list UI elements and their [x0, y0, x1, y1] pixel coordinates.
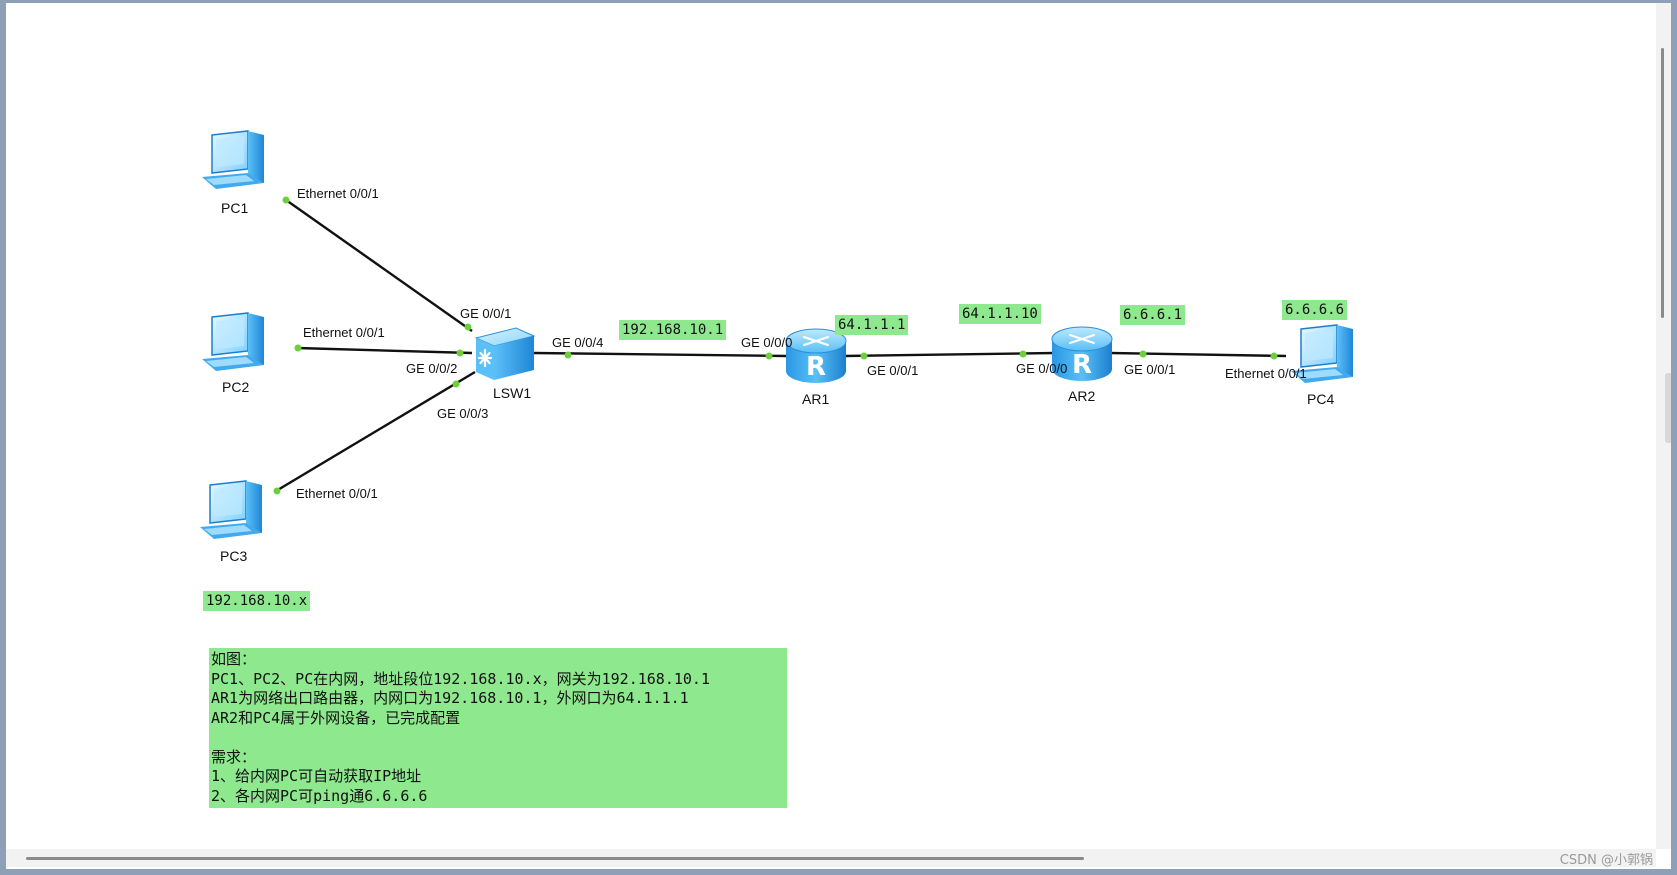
- note-line: AR2和PC4属于外网设备，已完成配置: [211, 708, 461, 727]
- vertical-scrollbar[interactable]: [1656, 3, 1671, 849]
- port-label-ar2-ge0: GE 0/0/0: [1016, 361, 1068, 376]
- device-label-pc2: PC2: [222, 379, 250, 395]
- note-line: 需求：: [211, 747, 257, 766]
- port-dot-lsw1-ge3: [452, 380, 460, 388]
- port-label-ar2-ge1: GE 0/0/1: [1124, 362, 1176, 377]
- port-dot-pc4: [1270, 352, 1278, 360]
- port-label-pc1-eth: Ethernet 0/0/1: [297, 186, 379, 201]
- device-label-ar1: AR1: [802, 391, 830, 407]
- ip-label-lan-subnet: 192.168.10.x: [203, 591, 311, 611]
- topology-canvas[interactable]: R R PC1 PC2 PC3 LSW1 AR1 AR2 PC4 Etherne…: [6, 3, 1656, 843]
- port-dot-lsw1-ge2: [456, 349, 464, 357]
- note-line: 1、给内网PC可自动获取IP地址: [211, 767, 422, 785]
- pc-icon[interactable]: [202, 312, 264, 371]
- port-label-lsw1-ge3: GE 0/0/3: [437, 406, 489, 421]
- link-pc2-lsw1[interactable]: [296, 346, 473, 355]
- port-dot-lsw1-ge4: [564, 351, 572, 359]
- note-line: 如图：: [211, 650, 257, 668]
- svg-text:R: R: [1072, 350, 1092, 380]
- port-dot-ar2-ge1: [1139, 350, 1147, 358]
- port-dot-ar1-ge1: [860, 352, 868, 360]
- link-lsw1-ar1[interactable]: [533, 351, 787, 358]
- horizontal-scrollbar[interactable]: [6, 849, 1656, 867]
- device-label-pc3: PC3: [220, 548, 248, 564]
- device-label-pc4: PC4: [1307, 391, 1335, 407]
- link-pc3-lsw1[interactable]: [275, 370, 476, 493]
- link-ar2-pc4[interactable]: [1109, 351, 1287, 358]
- port-label-pc4-eth: Ethernet 0/0/1: [1225, 366, 1307, 381]
- link-pc1-lsw1[interactable]: [285, 199, 473, 332]
- device-label-ar2: AR2: [1068, 388, 1096, 404]
- port-dot-pc2: [294, 344, 302, 352]
- vertical-scroll-thumb[interactable]: [1661, 48, 1664, 318]
- topology-window: R R PC1 PC2 PC3 LSW1 AR1 AR2 PC4 Etherne…: [6, 3, 1671, 869]
- description-note: 如图： PC1、PC2、PC在内网，地址段位192.168.10.x，网关为19…: [209, 648, 787, 808]
- switch-icon[interactable]: [474, 327, 536, 380]
- port-dots: [273, 196, 1278, 495]
- note-line: PC1、PC2、PC在内网，地址段位192.168.10.x，网关为192.16…: [211, 669, 710, 688]
- port-dot-ar2-ge0: [1019, 350, 1027, 358]
- port-label-pc3-eth: Ethernet 0/0/1: [296, 486, 378, 501]
- svg-text:R: R: [806, 352, 826, 382]
- port-label-lsw1-ge4: GE 0/0/4: [552, 335, 604, 350]
- pc-icon[interactable]: [202, 130, 264, 189]
- pc-icon[interactable]: [200, 480, 262, 539]
- port-label-ar1-ge0: GE 0/0/0: [741, 335, 793, 350]
- ip-label-pc4: 6.6.6.6: [1282, 300, 1348, 320]
- horizontal-scroll-thumb[interactable]: [26, 857, 1084, 860]
- watermark: CSDN @小郭锅: [1559, 853, 1653, 868]
- ip-label-ar1-wan: 64.1.1.1: [835, 315, 909, 335]
- port-dot-lsw1-ge1: [464, 323, 472, 331]
- side-panel-handle[interactable]: [1665, 373, 1671, 443]
- note-line: 2、各内网PC可ping通6.6.6.6: [211, 786, 428, 805]
- note-line: [211, 728, 785, 748]
- ip-label-ar2-wan: 64.1.1.10: [959, 304, 1041, 324]
- port-dot-pc3: [273, 487, 281, 495]
- port-label-lsw1-ge2: GE 0/0/2: [406, 361, 458, 376]
- topology-diagram: R R: [200, 130, 1353, 539]
- port-label-lsw1-ge1: GE 0/0/1: [460, 306, 512, 321]
- note-line: AR1为网络出口路由器，内网口为192.168.10.1，外网口为64.1.1.…: [211, 689, 689, 707]
- device-label-pc1: PC1: [221, 200, 249, 216]
- port-label-ar1-ge1: GE 0/0/1: [867, 363, 919, 378]
- router-icon[interactable]: R: [1051, 326, 1113, 381]
- port-label-pc2-eth: Ethernet 0/0/1: [303, 325, 385, 340]
- device-label-lsw1: LSW1: [493, 385, 532, 401]
- links: [275, 199, 1287, 493]
- port-dot-ar1-ge0: [765, 352, 773, 360]
- router-icon[interactable]: R: [785, 328, 847, 383]
- ip-label-lan-gateway: 192.168.10.1: [619, 320, 727, 340]
- pc-icon[interactable]: [1291, 324, 1353, 383]
- ip-label-ar2-lan: 6.6.6.1: [1120, 305, 1186, 325]
- port-dot-pc1: [282, 196, 290, 204]
